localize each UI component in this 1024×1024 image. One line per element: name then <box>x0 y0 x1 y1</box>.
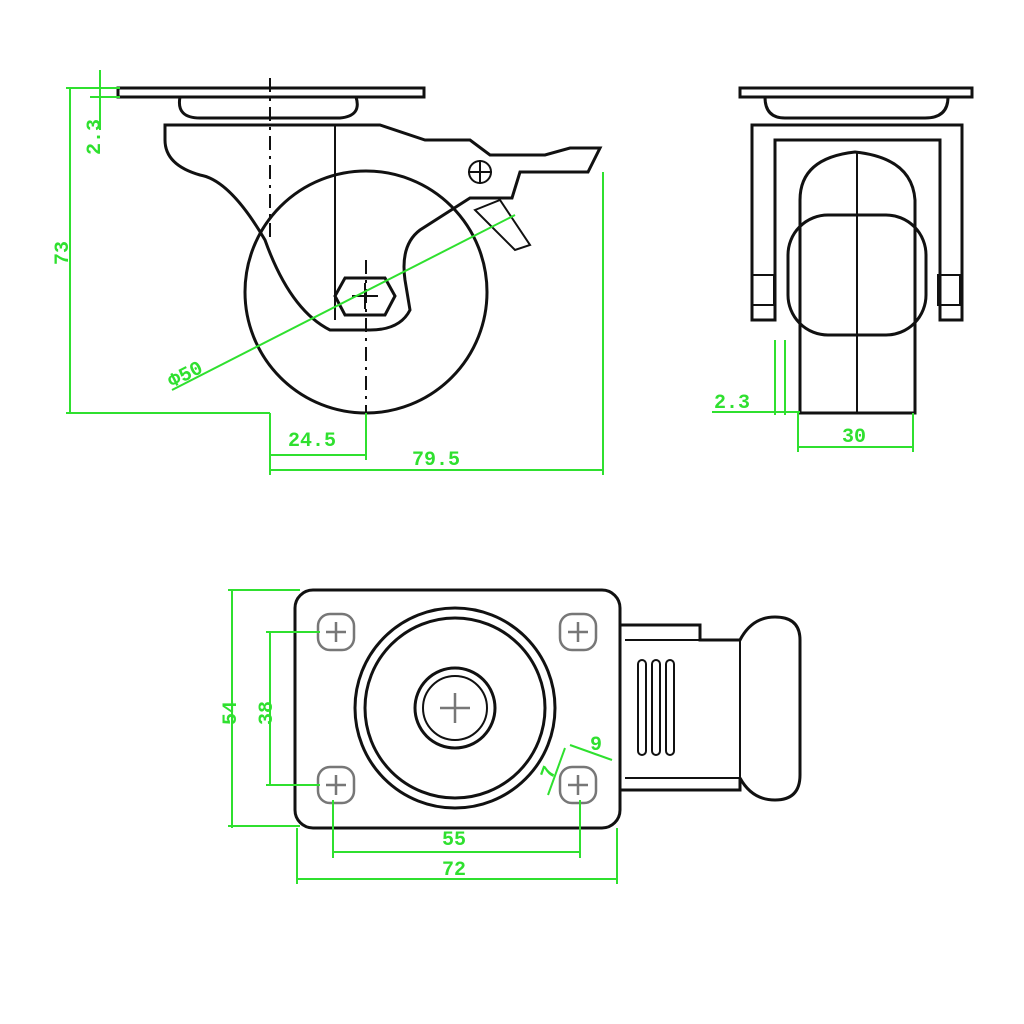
dim-wheel-width: 30 <box>842 426 866 449</box>
side-view: 2.3 30 <box>712 86 974 452</box>
dim-wheel-diameter: Φ50 <box>165 357 208 394</box>
dim-plate-thickness: 2.3 <box>84 119 107 155</box>
dim-slot-length: 9 <box>590 734 602 757</box>
wheel-side <box>798 150 917 415</box>
dim-plate-length: 72 <box>442 859 466 882</box>
dim-gap: 2.3 <box>714 392 750 415</box>
front-view: 2.3 73 Φ50 24.5 79.5 <box>52 70 604 475</box>
dim-length: 79.5 <box>412 449 460 472</box>
dim-hole-spacing-y: 38 <box>256 701 279 725</box>
brake-pedal <box>618 615 802 802</box>
dim-plate-width: 54 <box>220 701 243 725</box>
dim-offset: 24.5 <box>288 430 336 453</box>
axle-nut <box>333 276 397 317</box>
dim-height: 73 <box>52 241 75 265</box>
top-view: 54 38 55 72 9 7 <box>220 588 802 884</box>
dim-hole-spacing-x: 55 <box>442 829 466 852</box>
